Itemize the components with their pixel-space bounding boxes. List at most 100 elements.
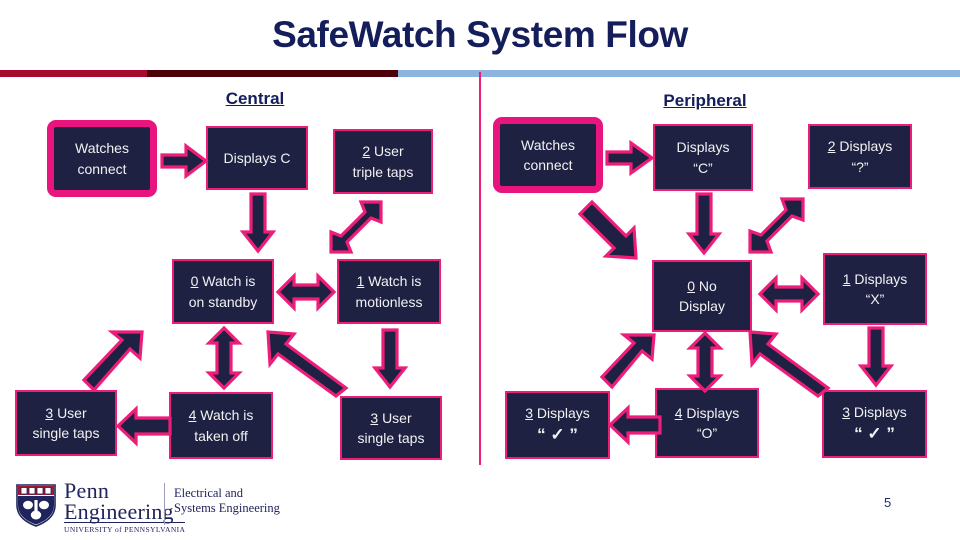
node-p-no-display[interactable]: 0 No Display [652, 260, 752, 332]
arrow-c-standby-motionless [275, 270, 337, 314]
node-p-displays-check-left[interactable]: 3 Displays “ ✓ ” [505, 391, 610, 459]
node-index: 2 [827, 138, 836, 155]
arrow-c-motionless-to-singletaps [371, 328, 409, 390]
node-line1: Watch is [202, 273, 256, 290]
arrow-p-nodisplay-displayso [684, 330, 726, 394]
node-label: Watches connect [517, 135, 579, 176]
penn-line2: Engineering [64, 499, 174, 524]
arrow-p-check-to-nodisplay-diag [744, 326, 831, 399]
page-title: SafeWatch System Flow [272, 14, 688, 55]
node-line2: motionless [355, 293, 423, 310]
arrow-c-takenoff-to-singletaps-diag [80, 328, 150, 394]
penn-line1: Penn [64, 478, 110, 503]
node-line2: triple taps [352, 163, 414, 180]
arrow-p-displayso-to-nodisplay-diag [598, 331, 660, 391]
node-index: 3 [45, 404, 54, 421]
node-c-user-triple-taps[interactable]: 2 User triple taps [333, 129, 433, 194]
page-number: 5 [884, 495, 892, 510]
node-line1: Displays C [223, 149, 291, 166]
node-index: 4 [188, 407, 197, 424]
node-label: 3 Displays “ ✓ ” [521, 403, 594, 448]
divider-bar-maroon [147, 70, 398, 77]
node-line1: Watch is [200, 407, 254, 424]
node-c-watch-motionless[interactable]: 1 Watch is motionless [337, 259, 441, 324]
node-p-displays-c[interactable]: Displays “C” [653, 124, 753, 191]
node-label: 1 Displays “X” [839, 269, 912, 310]
column-heading-peripheral: Peripheral [663, 91, 747, 110]
node-line2: “O” [696, 425, 718, 441]
node-label: Displays “C” [673, 137, 734, 178]
node-line1: Watch is [368, 273, 422, 290]
node-label: 3 Displays “ ✓ ” [838, 402, 911, 447]
column-heading-central: Central [225, 89, 285, 108]
node-p-displays-question[interactable]: 2 Displays “?” [808, 124, 912, 189]
penn-wordmark: Penn Engineering UNIVERSITY of PENNSYLVA… [64, 478, 186, 535]
node-c-user-single-taps-right[interactable]: 3 User single taps [340, 396, 442, 460]
divider-bar-blue [398, 70, 960, 77]
node-line1: Watches [75, 140, 129, 157]
node-line2: on standby [188, 293, 258, 310]
node-p-displays-o[interactable]: 4 Displays “O” [655, 388, 759, 458]
node-line1: Displays [854, 270, 908, 287]
node-index: 3 [370, 409, 379, 426]
node-label: 2 Displays “?” [824, 136, 897, 177]
node-line2: connect [523, 157, 573, 173]
node-index: 3 [525, 404, 533, 421]
node-label: 1 Watch is motionless [352, 271, 427, 312]
department-name: Electrical and Systems Engineering [174, 486, 280, 516]
node-line2: “X” [865, 291, 885, 307]
node-label: 0 Watch is on standby [185, 271, 262, 312]
node-p-displays-x[interactable]: 1 Displays “X” [823, 253, 927, 325]
arrow-c-standby-takenoff [203, 325, 245, 391]
arrow-p-connect-to-displays [605, 139, 655, 177]
node-line1: Displays [686, 404, 740, 421]
penn-shield-icon [16, 484, 56, 527]
node-line1: Watches [521, 136, 575, 153]
node-line1: User [374, 143, 404, 160]
node-p-watches-connect[interactable]: Watches connect [493, 117, 603, 193]
node-line1: User [382, 409, 412, 426]
node-p-displays-check-right[interactable]: 3 Displays “ ✓ ” [822, 390, 927, 458]
node-label: 3 User single taps [354, 408, 429, 449]
arrow-c-triple-taps-diag [325, 196, 387, 258]
node-line2: taken off [194, 427, 248, 444]
node-line1: Displays [536, 404, 590, 421]
node-index: 2 [362, 143, 371, 160]
node-line1: Displays [853, 403, 907, 420]
node-line1: No [698, 277, 717, 294]
dept-line2: Systems Engineering [174, 501, 280, 515]
arrow-p-displaysx-to-check [857, 326, 895, 388]
node-line1: Displays [676, 139, 730, 156]
logo-divider [164, 483, 165, 525]
penn-line3: UNIVERSITY of PENNSYLVANIA [64, 522, 186, 535]
arrow-c-takenoff-to-singletaps [115, 405, 172, 447]
node-c-watch-standby[interactable]: 0 Watch is on standby [172, 259, 274, 324]
node-label: 2 User triple taps [349, 141, 418, 182]
node-label: 3 User single taps [29, 403, 104, 444]
arrow-c-singletaps-to-standby-diag [262, 326, 349, 399]
column-separator [479, 72, 481, 465]
arrow-p-connect-to-nodisplay-diag [574, 196, 646, 268]
node-index: 4 [674, 404, 683, 421]
node-line2: “ ✓ ” [854, 423, 895, 443]
arrow-p-question-diag [745, 193, 809, 259]
node-index: 0 [687, 277, 695, 294]
node-index: 0 [190, 273, 199, 290]
node-line2: single taps [357, 430, 425, 446]
node-label: Displays C [220, 148, 295, 168]
node-line2: “?” [851, 158, 869, 175]
node-c-user-single-taps-left[interactable]: 3 User single taps [15, 390, 117, 456]
divider-bar-red [0, 70, 147, 77]
node-c-watches-connect[interactable]: Watches connect [47, 120, 157, 197]
node-c-displays-c[interactable]: Displays C [206, 126, 308, 190]
node-line2: “C” [693, 159, 713, 176]
node-label: Watches connect [71, 138, 133, 179]
arrow-c-displays-to-standby [239, 192, 277, 254]
node-c-watch-taken-off[interactable]: 4 Watch is taken off [169, 392, 273, 459]
node-line2: “ ✓ ” [537, 424, 578, 444]
node-line1: User [57, 404, 87, 421]
penn-engineering-logo: Penn Engineering UNIVERSITY of PENNSYLVA… [14, 480, 314, 534]
node-label: 0 No Display [675, 276, 729, 317]
node-index: 1 [842, 270, 851, 287]
